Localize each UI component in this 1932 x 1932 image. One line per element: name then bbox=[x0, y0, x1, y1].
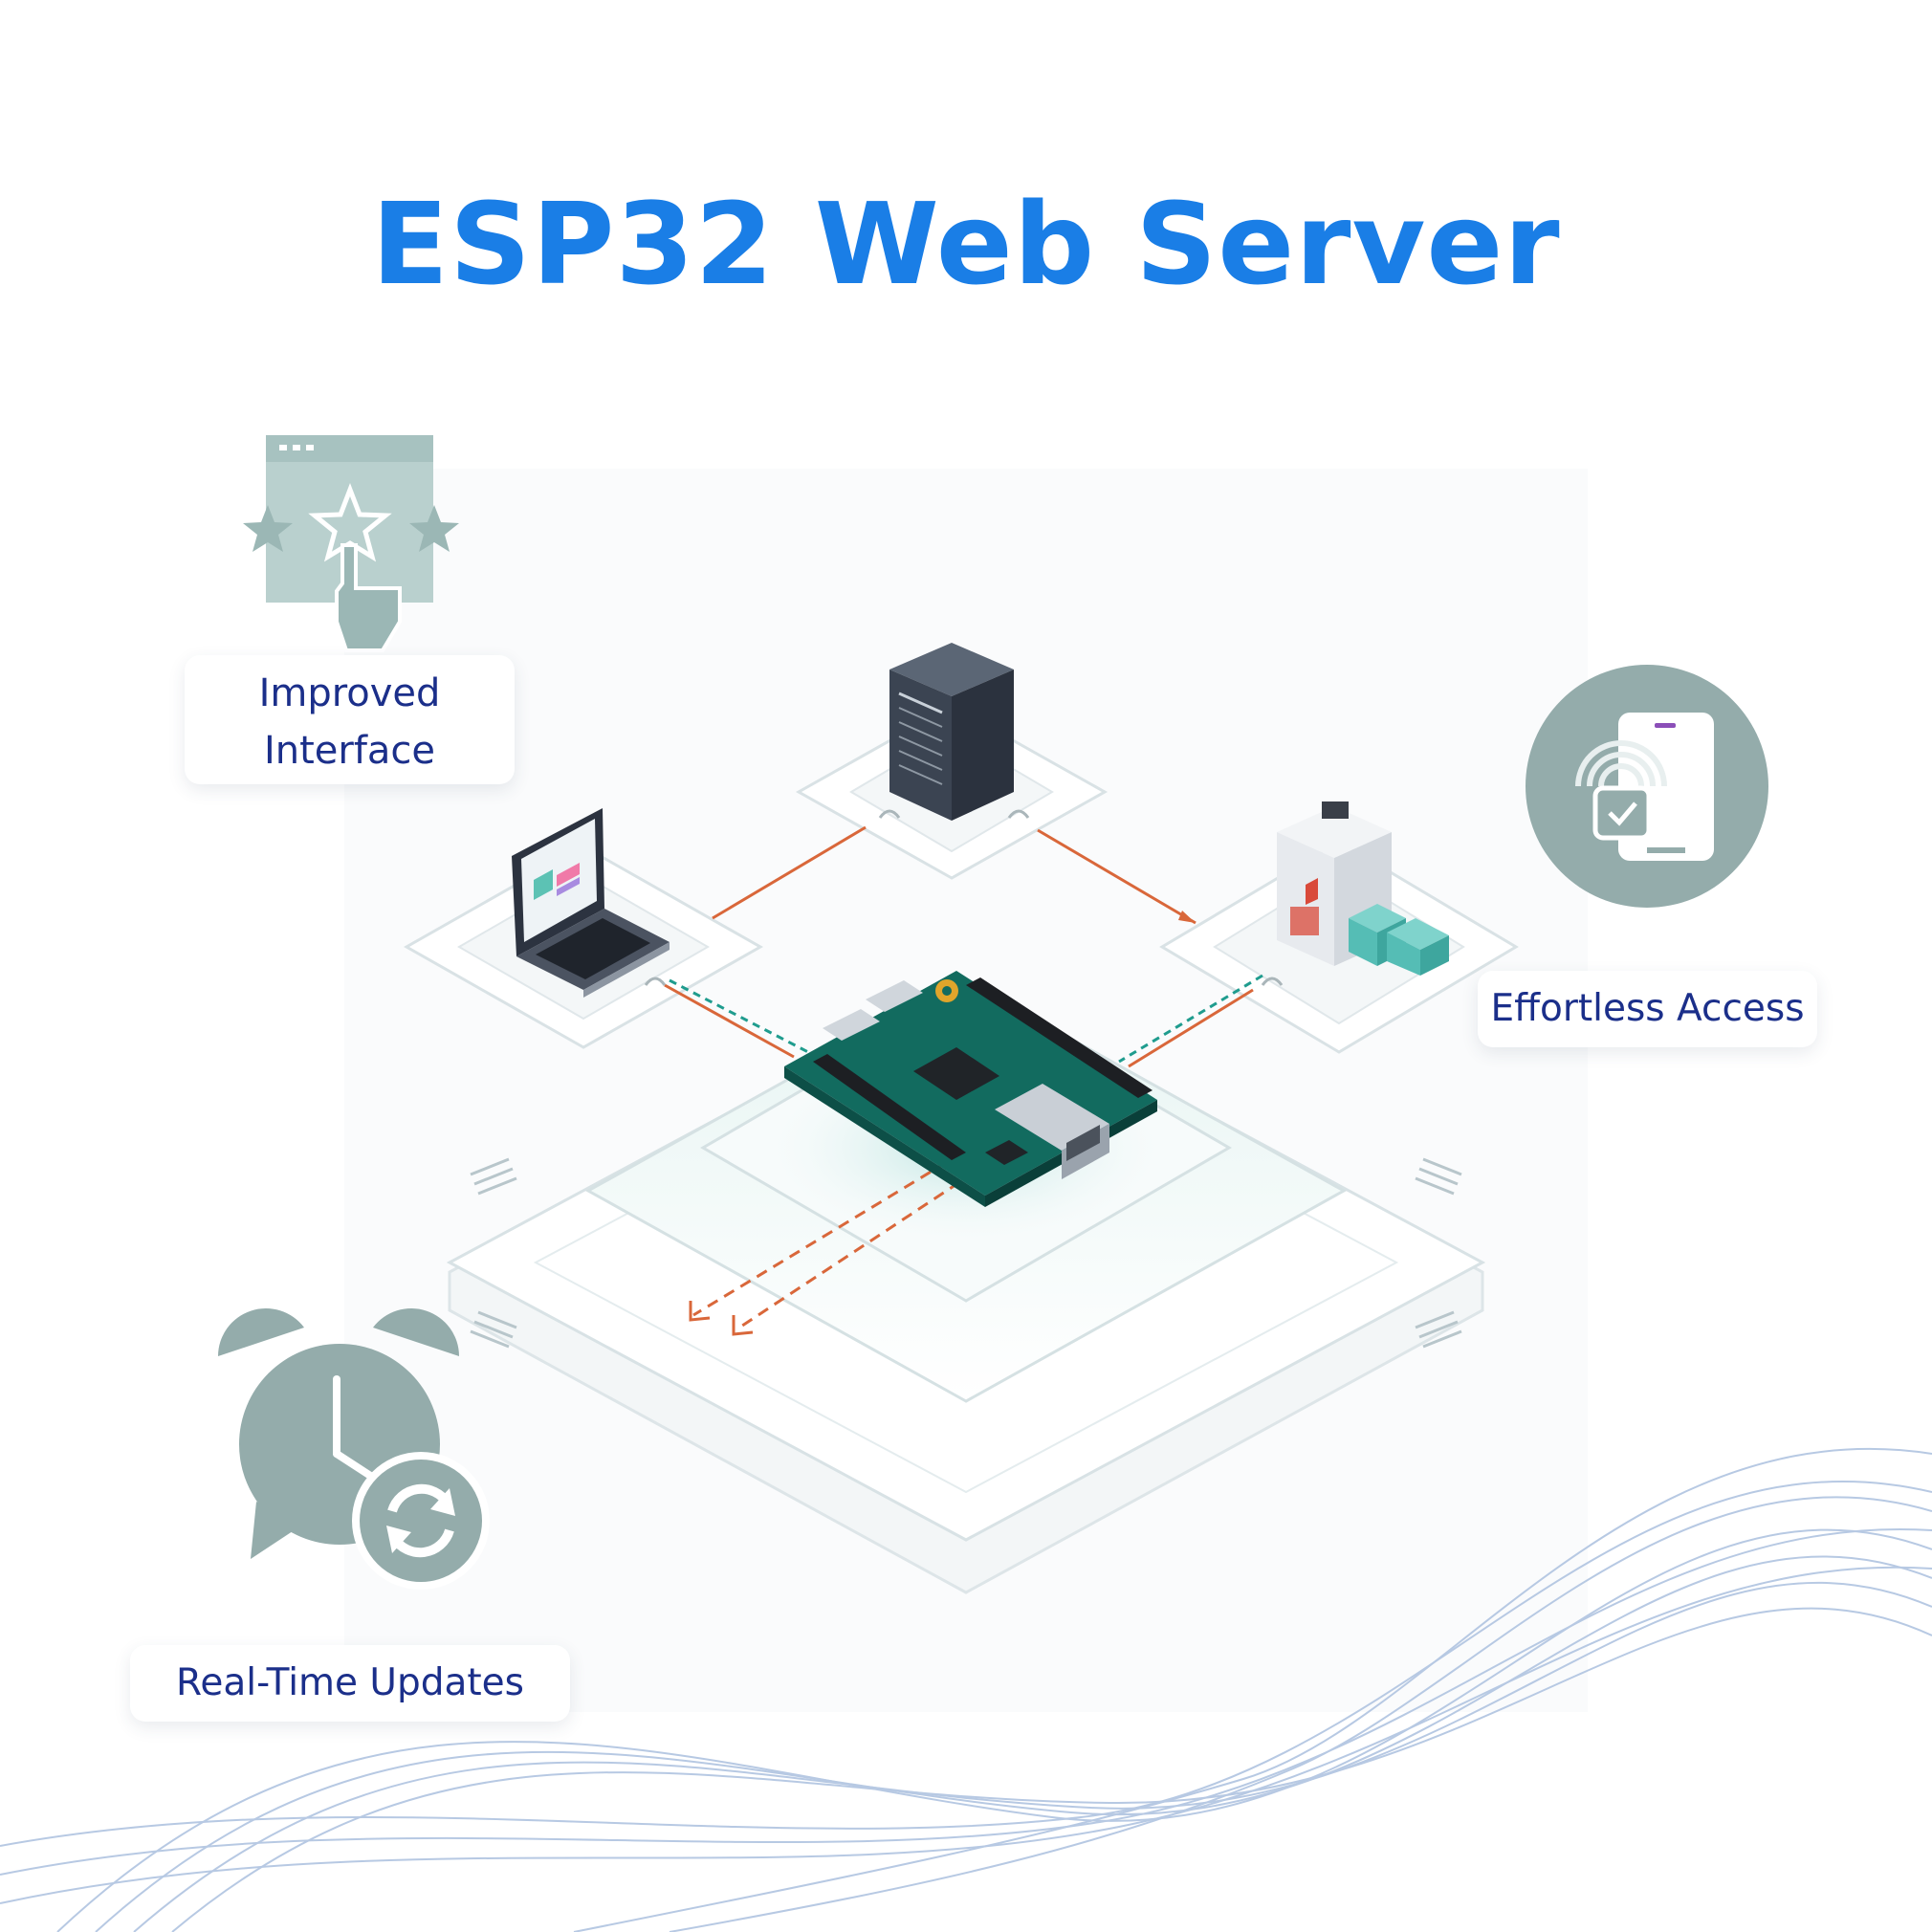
link-board-out-2 bbox=[735, 1170, 977, 1331]
link-storage-board bbox=[1128, 988, 1254, 1068]
effortless-access-card: Effortless Access bbox=[1478, 971, 1817, 1047]
link-board-out-1 bbox=[692, 1160, 948, 1317]
page-title: ESP32 Web Server bbox=[371, 178, 1561, 310]
rating-interface-icon bbox=[243, 435, 459, 652]
realtime-updates-card: Real-Time Updates bbox=[130, 1645, 570, 1722]
link-laptop-server bbox=[712, 825, 867, 920]
improved-interface-card: Improved Interface bbox=[185, 655, 515, 784]
effortless-access-label: Effortless Access bbox=[1490, 987, 1805, 1030]
realtime-updates-label: Real-Time Updates bbox=[176, 1661, 524, 1704]
background-waves bbox=[0, 1447, 1932, 1932]
link-server-storage bbox=[1037, 828, 1197, 925]
secure-phone-icon bbox=[1526, 665, 1768, 908]
esp32-board-icon bbox=[784, 971, 1157, 1207]
server-tower-icon bbox=[889, 643, 1014, 821]
link-laptop-board bbox=[664, 983, 795, 1059]
connection-links bbox=[644, 809, 1284, 1336]
improved-interface-label-line1: Improved bbox=[258, 671, 441, 715]
storage-device-icon bbox=[1277, 801, 1449, 976]
alarm-refresh-icon bbox=[218, 1308, 490, 1590]
laptop-icon bbox=[512, 808, 670, 998]
improved-interface-label-line2: Interface bbox=[263, 729, 436, 773]
deco-hash-marks bbox=[470, 1157, 1462, 1349]
link-storage-board-data bbox=[1118, 974, 1263, 1064]
